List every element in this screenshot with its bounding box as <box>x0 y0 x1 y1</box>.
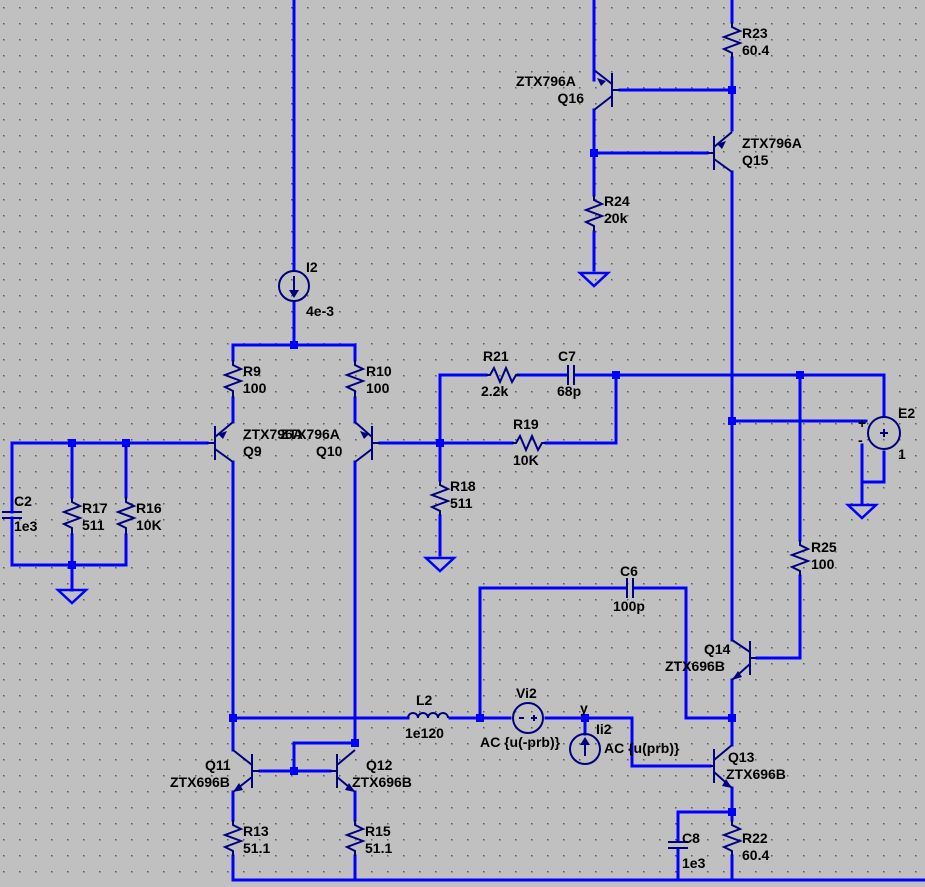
q10-value: ZTX796A <box>280 426 340 442</box>
r9-ref: R9 <box>243 363 261 379</box>
i2-ref: I2 <box>306 259 318 275</box>
q13-value: ZTX696B <box>726 766 786 782</box>
r25-ref: R25 <box>811 539 837 555</box>
r23-value: 60.4 <box>742 42 769 58</box>
ii2-value: AC {u(prb)} <box>604 740 680 756</box>
e2-value: 1 <box>898 446 906 462</box>
q10-ref: Q10 <box>316 443 343 459</box>
e2-ref: E2 <box>898 405 915 421</box>
l2-ref: L2 <box>416 692 433 708</box>
q11-value: ZTX696B <box>170 774 230 790</box>
q14-ref: Q14 <box>704 641 731 657</box>
r23-ref: R23 <box>742 25 768 41</box>
q12-ref: Q12 <box>366 757 393 773</box>
q15-value: ZTX796A <box>742 135 802 151</box>
q13-ref: Q13 <box>728 749 755 765</box>
r25-value: 100 <box>811 556 835 572</box>
r9-value: 100 <box>243 380 267 396</box>
r15-ref: R15 <box>365 823 391 839</box>
ground-symbols <box>54 271 880 605</box>
r16-value: 10K <box>136 517 162 533</box>
r17-ref: R17 <box>82 500 108 516</box>
r22-ref: R22 <box>742 830 768 846</box>
sources: + - <box>278 270 901 765</box>
inductor-l2 <box>407 712 449 719</box>
capacitors <box>2 365 688 849</box>
c8-ref: C8 <box>682 830 700 846</box>
svg-text:+: + <box>858 415 866 431</box>
ii2-ref: Ii2 <box>596 721 612 737</box>
q14-value: ZTX696B <box>665 658 725 674</box>
r13-value: 51.1 <box>243 840 270 856</box>
c8-value: 1e3 <box>682 855 706 871</box>
r24-value: 20k <box>604 210 628 226</box>
r15-value: 51.1 <box>365 840 392 856</box>
r17-value: 511 <box>82 517 105 533</box>
r10-ref: R10 <box>366 363 392 379</box>
r19-value: 10K <box>513 452 539 468</box>
q15-ref: Q15 <box>742 152 769 168</box>
q9-ref: Q9 <box>243 443 262 459</box>
q11-ref: Q11 <box>205 757 231 773</box>
q16-value: ZTX796A <box>516 73 576 89</box>
r18-ref: R18 <box>450 478 476 494</box>
labels: I2 4e-3 R9 100 R10 100 ZTX796A Q9 ZTX796… <box>14 25 915 871</box>
vi2-ref: Vi2 <box>516 685 537 701</box>
r24-ref: R24 <box>604 193 630 209</box>
wires <box>10 0 925 882</box>
transistors <box>207 69 757 793</box>
net-label-y: y <box>580 700 588 716</box>
r21-value: 2.2k <box>481 383 508 399</box>
q12-value: ZTX696B <box>352 774 412 790</box>
junctions <box>68 86 804 816</box>
r16-ref: R16 <box>136 500 162 516</box>
c2-value: 1e3 <box>14 518 38 534</box>
resistors <box>61 22 811 856</box>
c6-value: 100p <box>613 598 645 614</box>
l2-value: 1e120 <box>405 725 444 741</box>
r21-ref: R21 <box>483 348 509 364</box>
c6-ref: C6 <box>620 563 638 579</box>
svg-text:-: - <box>858 432 863 448</box>
c7-value: 68p <box>557 383 581 399</box>
vi2-value: AC {u(-prb)} <box>480 734 561 750</box>
r19-ref: R19 <box>513 416 539 432</box>
r13-ref: R13 <box>243 823 269 839</box>
c7-ref: C7 <box>558 348 576 364</box>
c2-ref: C2 <box>14 493 32 509</box>
i2-value: 4e-3 <box>306 303 334 319</box>
q9-value: ZTX796A <box>243 426 303 442</box>
grid-dots <box>3 7 917 873</box>
q16-ref: Q16 <box>558 90 585 106</box>
r10-value: 100 <box>366 380 390 396</box>
r22-value: 60.4 <box>742 847 769 863</box>
r18-value: 511 <box>450 495 473 511</box>
